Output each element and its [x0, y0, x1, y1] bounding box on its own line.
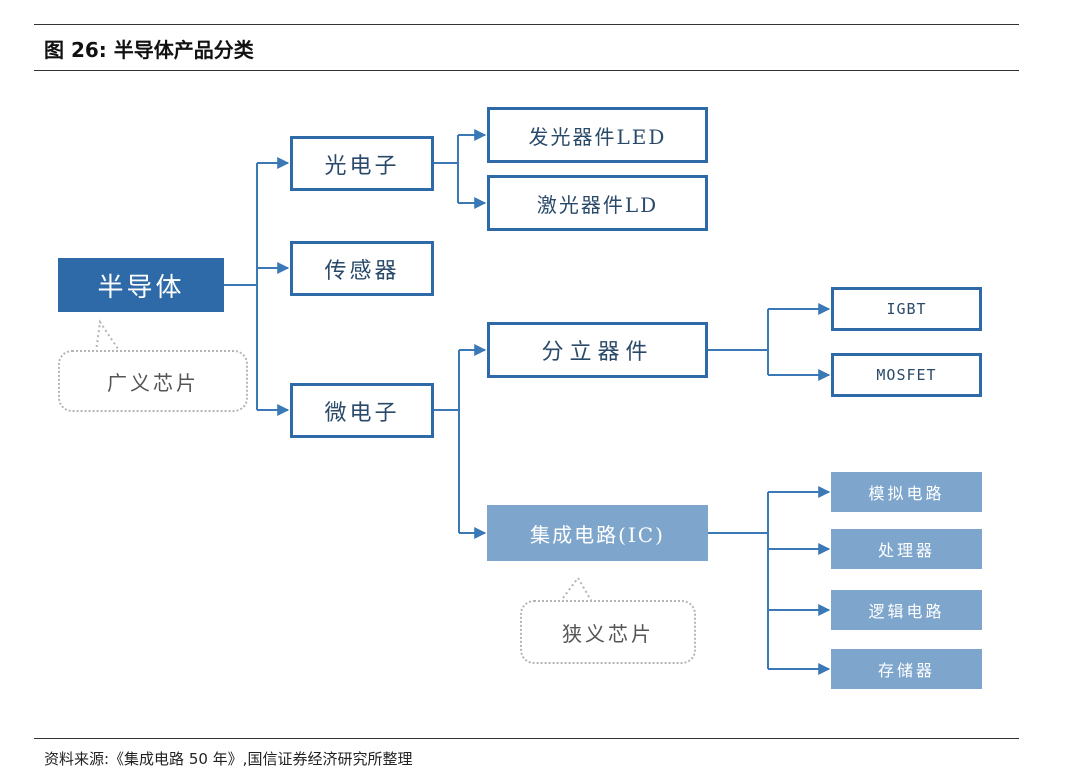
node-microelectronics: 微电子	[290, 383, 434, 438]
top-rule	[34, 24, 1019, 25]
source-note: 资料来源:《集成电路 50 年》,国信证券经济研究所整理	[44, 750, 413, 768]
node-sensor: 传感器	[290, 241, 434, 296]
bottom-rule	[34, 738, 1019, 739]
callout-narrow-chip: 狭义芯片	[520, 600, 696, 664]
node-mosfet: MOSFET	[831, 353, 982, 397]
node-optoelectronics: 光电子	[290, 136, 434, 191]
broad-callout-tail	[95, 319, 121, 353]
figure-title: 图 26: 半导体产品分类	[44, 38, 254, 62]
callout-broad-chip: 广义芯片	[58, 350, 248, 412]
node-analog: 模拟电路	[831, 472, 982, 512]
node-processor: 处理器	[831, 529, 982, 569]
node-semiconductor: 半导体	[58, 258, 224, 312]
node-led: 发光器件LED	[487, 107, 708, 163]
narrow-callout-tail	[559, 576, 593, 603]
node-memory: 存储器	[831, 649, 982, 689]
node-ld: 激光器件LD	[487, 175, 708, 231]
title-rule	[34, 70, 1019, 71]
node-igbt: IGBT	[831, 287, 982, 331]
node-discrete: 分立器件	[487, 322, 708, 378]
node-ic: 集成电路(IC)	[487, 505, 708, 561]
node-logic: 逻辑电路	[831, 590, 982, 630]
